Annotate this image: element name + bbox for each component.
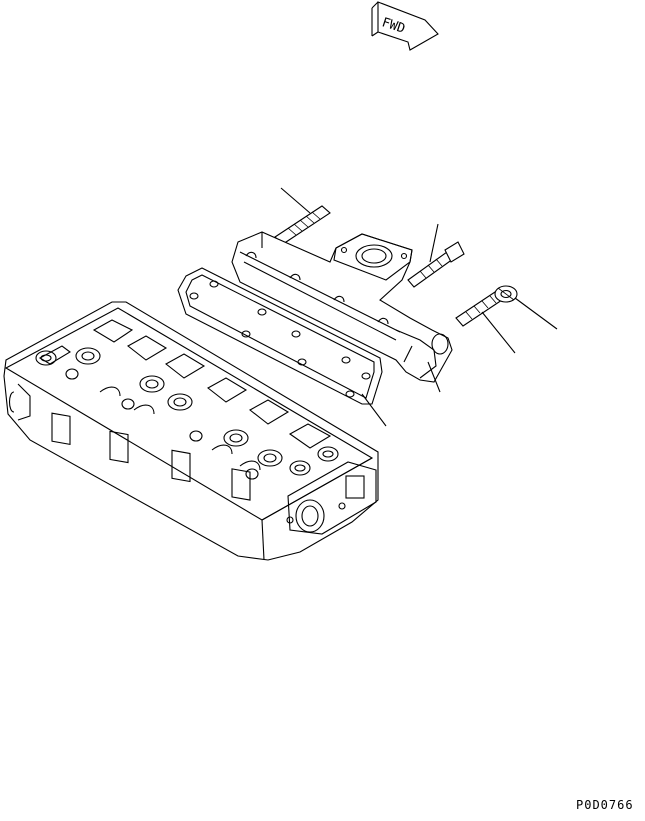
callout-leader-long-bolt — [481, 311, 516, 354]
callout-leader-gasket — [361, 393, 387, 427]
cylinder-head — [3, 301, 379, 561]
drawing-code: P0D0766 — [576, 798, 634, 812]
callout-leader-flange-bolt — [429, 223, 439, 263]
fwd-arrow-label: FWD — [380, 15, 407, 37]
exhaust-manifold — [231, 231, 453, 383]
manifold-gasket — [177, 267, 383, 405]
callout-leader-upper-bolt — [280, 187, 311, 214]
callout-leader-manifold — [427, 361, 441, 393]
flange-bolt — [407, 241, 465, 288]
nut — [494, 285, 518, 303]
fwd-arrow-icon: FWD — [371, 1, 439, 51]
callout-leader-nut — [514, 297, 558, 330]
long-bolt — [455, 291, 503, 327]
upper-bolt — [274, 205, 331, 245]
